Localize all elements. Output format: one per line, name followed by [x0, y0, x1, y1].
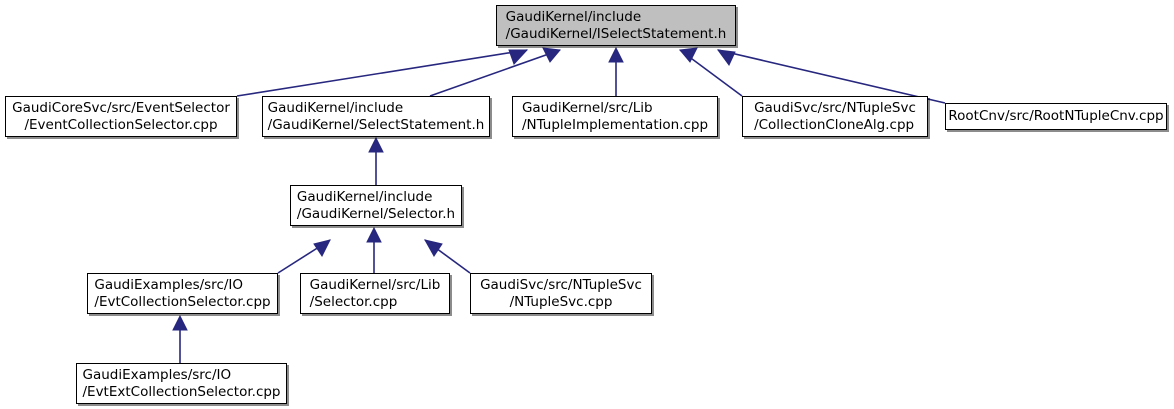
arrowhead [424, 239, 443, 257]
arrowhead [172, 314, 188, 331]
graph-node-label-line2: /NTupleSvc.cpp [509, 293, 613, 310]
graph-node-label-line2: /NTupleImplementation.cpp [521, 116, 709, 133]
graph-node-label: GaudiKernel/include/GaudiKernel/Selector… [297, 189, 455, 223]
graph-node-evtextcollectionselector[interactable]: GaudiExamples/src/IO/EvtExtCollectionSel… [76, 363, 287, 404]
graph-edge-ntuplesvc_cpp-to-selector_h [424, 239, 471, 274]
graph-edge-rootntuplecnv-to-iselectstatement [716, 49, 946, 104]
graph-node-collectionclonealg[interactable]: GaudiSvc/src/NTupleSvc/CollectionCloneAl… [742, 96, 928, 137]
graph-node-evtcollectionselector[interactable]: GaudiExamples/src/IO/EvtCollectionSelect… [87, 273, 278, 314]
graph-node-label-line1: GaudiKernel/src/Lib [309, 276, 441, 293]
graph-edge-selector_h-to-selectstatement [368, 136, 384, 185]
graph-node-ntupleimplementation[interactable]: GaudiKernel/src/Lib/NTupleImplementation… [512, 96, 718, 137]
graph-node-label: GaudiKernel/src/Lib/Selector.cpp [310, 277, 441, 311]
graph-node-rootntuplecnv[interactable]: RootCnv/src/RootNTupleCnv.cpp [945, 103, 1167, 130]
graph-node-label-line2: /EvtCollectionSelector.cpp [94, 293, 271, 310]
graph-node-label-line2: /EventCollectionSelector.cpp [24, 116, 218, 133]
graph-node-label: GaudiSvc/src/NTupleSvc/NTupleSvc.cpp [480, 277, 642, 311]
graph-edge-evtextcollectionselector-to-evtcollectionselector [172, 314, 188, 363]
graph-node-label-line1: GaudiExamples/src/IO [82, 366, 232, 383]
graph-node-label: GaudiCoreSvc/src/EventSelector/EventColl… [12, 100, 230, 134]
graph-node-label: GaudiKernel/include/GaudiKernel/ISelectS… [506, 9, 727, 43]
graph-node-selector_h[interactable]: GaudiKernel/include/GaudiKernel/Selector… [290, 185, 462, 226]
graph-node-label-line1: GaudiCoreSvc/src/EventSelector [12, 99, 230, 116]
graph-node-label-line2: /GaudiKernel/SelectStatement.h [267, 116, 485, 133]
graph-node-label-line1: RootCnv/src/RootNTupleCnv.cpp [948, 108, 1164, 124]
graph-node-label-line2: /Selector.cpp [309, 293, 398, 310]
graph-node-label: GaudiKernel/src/Lib/NTupleImplementation… [522, 100, 708, 134]
graph-node-label-line1: GaudiKernel/include [505, 8, 642, 25]
graph-edge-collectionclonealg-to-iselectstatement [679, 47, 743, 97]
graph-node-label-line1: GaudiKernel/src/Lib [521, 99, 653, 116]
graph-node-label-line2: /EvtExtCollectionSelector.cpp [82, 383, 281, 400]
graph-node-label: GaudiExamples/src/IO/EvtExtCollectionSel… [82, 367, 280, 401]
graph-edge-eventcollectionselector-to-iselectstatement [236, 49, 529, 97]
arrowhead [542, 47, 561, 63]
arrowhead [716, 49, 736, 66]
graph-node-ntuplesvc_cpp[interactable]: GaudiSvc/src/NTupleSvc/NTupleSvc.cpp [470, 273, 652, 314]
graph-node-label-line2: /CollectionCloneAlg.cpp [754, 116, 915, 133]
arrowhead [368, 136, 384, 153]
graph-node-label: GaudiSvc/src/NTupleSvc/CollectionCloneAl… [754, 100, 916, 134]
graph-node-eventcollectionselector[interactable]: GaudiCoreSvc/src/EventSelector/EventColl… [5, 96, 237, 137]
graph-node-selectstatement[interactable]: GaudiKernel/include/GaudiKernel/SelectSt… [262, 96, 490, 137]
graph-node-label-line1: GaudiKernel/include [267, 99, 404, 116]
arrowhead [313, 239, 331, 257]
arrowhead [508, 49, 529, 65]
graph-edge-selector_cpp-to-selector_h [366, 226, 382, 273]
arrowhead [366, 226, 382, 243]
graph-node-label-line2: /GaudiKernel/Selector.h [296, 205, 456, 222]
graph-edge-selectstatement-to-iselectstatement [429, 47, 561, 97]
graph-node-label-line1: GaudiSvc/src/NTupleSvc [754, 99, 916, 116]
graph-node-label: RootCnv/src/RootNTupleCnv.cpp [948, 108, 1163, 125]
arrowhead [608, 46, 624, 63]
graph-node-label-line1: GaudiSvc/src/NTupleSvc [480, 276, 642, 293]
graph-node-label: GaudiExamples/src/IO/EvtCollectionSelect… [94, 277, 270, 311]
arrowhead [679, 47, 698, 63]
graph-node-selector_cpp[interactable]: GaudiKernel/src/Lib/Selector.cpp [300, 273, 450, 314]
graph-node-label-line1: GaudiExamples/src/IO [94, 276, 244, 293]
graph-node-label: GaudiKernel/include/GaudiKernel/SelectSt… [268, 100, 485, 134]
graph-edge-evtcollectionselector-to-selector_h [277, 239, 331, 274]
graph-node-iselectstatement[interactable]: GaudiKernel/include/GaudiKernel/ISelectS… [496, 5, 736, 46]
graph-node-label-line2: /GaudiKernel/ISelectStatement.h [505, 25, 727, 42]
graph-edge-ntupleimplementation-to-iselectstatement [608, 46, 624, 96]
graph-node-label-line1: GaudiKernel/include [296, 188, 433, 205]
